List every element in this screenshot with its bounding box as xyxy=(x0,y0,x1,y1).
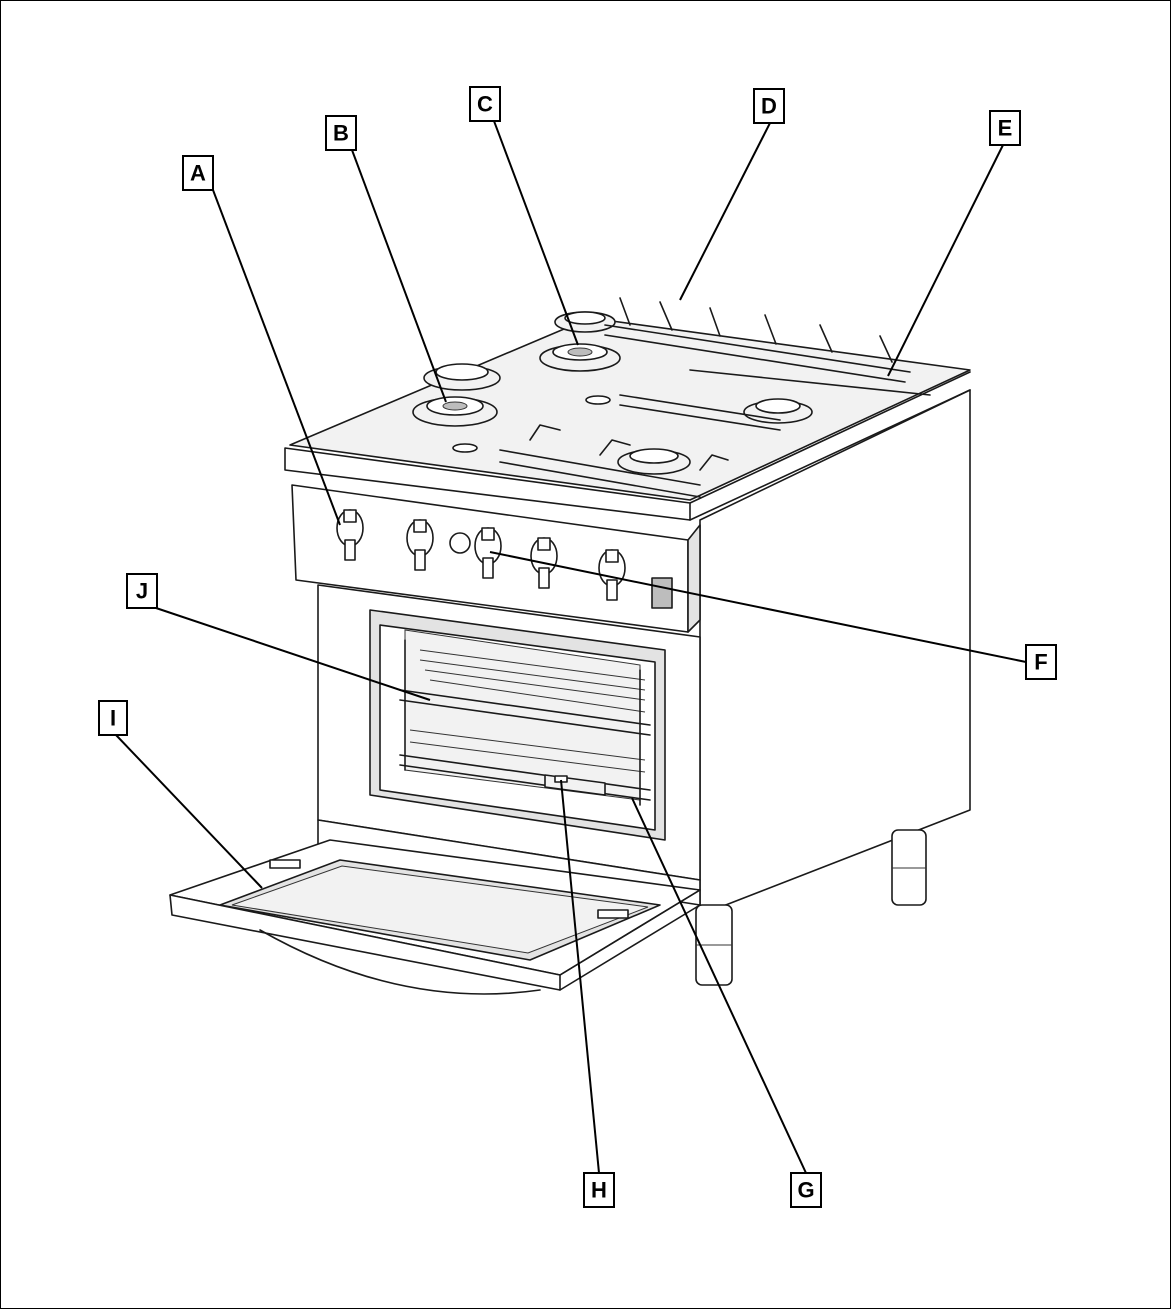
callout-c: C xyxy=(469,86,501,122)
callout-h: H xyxy=(583,1172,615,1208)
callouts: A B C D E F xyxy=(98,86,1057,1208)
control-knobs xyxy=(336,509,673,609)
knob xyxy=(598,549,626,601)
callout-g-label: G xyxy=(797,1178,814,1203)
callout-d-label: D xyxy=(761,94,777,119)
oven-base-plate xyxy=(544,774,606,796)
callout-b: B xyxy=(325,115,357,151)
callout-i-leader xyxy=(115,734,263,889)
callout-h-label: H xyxy=(591,1178,607,1203)
callout-h-leader xyxy=(560,779,600,1174)
callout-g: G xyxy=(790,1172,822,1208)
range-cabinet xyxy=(284,317,971,916)
burner xyxy=(412,396,498,427)
callout-e: E xyxy=(989,110,1021,146)
burner xyxy=(617,448,691,475)
oven-door xyxy=(169,839,701,995)
callout-f: F xyxy=(1025,644,1057,680)
callout-d: D xyxy=(753,88,785,124)
callout-c-leader xyxy=(493,120,579,346)
burner xyxy=(423,363,501,391)
callout-i: I xyxy=(98,700,128,736)
callout-b-leader xyxy=(351,149,447,403)
callout-i-label: I xyxy=(110,706,116,731)
callout-a: A xyxy=(182,155,214,191)
callout-b-label: B xyxy=(333,121,349,146)
callout-j: J xyxy=(126,573,158,609)
callout-j-label: J xyxy=(136,579,148,604)
pan-supports xyxy=(499,297,931,498)
callout-c-label: C xyxy=(477,92,493,117)
callout-d-leader xyxy=(679,122,771,301)
oven-racks xyxy=(399,639,651,806)
callout-a-label: A xyxy=(190,161,206,186)
callout-g-leader xyxy=(631,797,807,1174)
ignition-button xyxy=(449,532,471,554)
burner xyxy=(554,311,616,333)
knob xyxy=(406,519,434,571)
callout-e-leader xyxy=(887,144,1004,377)
callout-e-label: E xyxy=(998,116,1013,141)
callout-a-leader xyxy=(212,189,341,526)
knob xyxy=(474,527,502,579)
thermostat-display xyxy=(651,577,673,609)
callout-f-leader xyxy=(489,551,1027,663)
callout-f-label: F xyxy=(1034,650,1047,675)
legs xyxy=(695,829,927,986)
callout-j-leader xyxy=(155,607,431,701)
burner xyxy=(539,343,621,372)
knob xyxy=(336,509,364,561)
